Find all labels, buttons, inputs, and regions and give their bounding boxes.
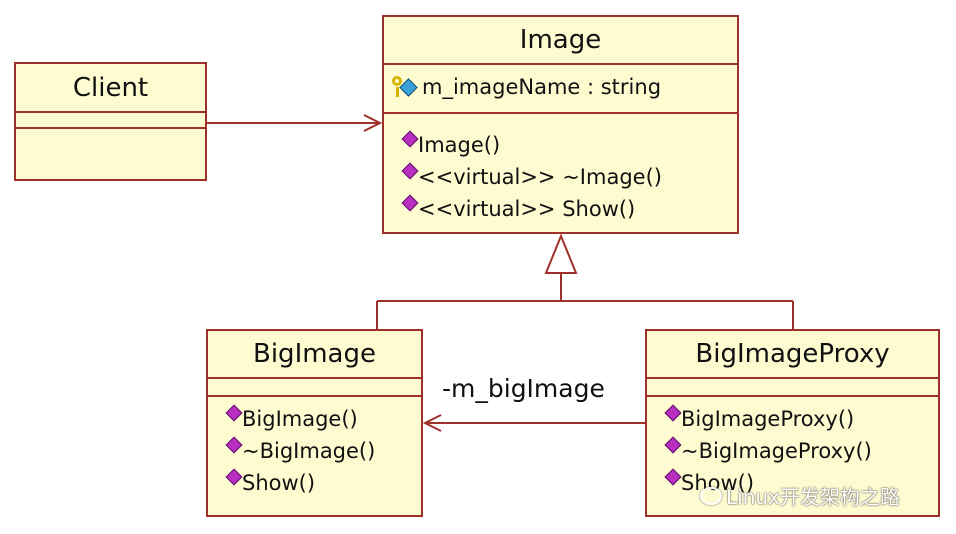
image-class[interactable]: Image m_imageName : string Image() <<vir… [382, 15, 739, 234]
operation-icon [225, 436, 243, 454]
client-operations [16, 129, 205, 179]
bigimage-class[interactable]: BigImage BigImage() ~BigImage() Show() [206, 329, 423, 517]
bigimageproxy-operation-row: ~BigImageProxy() [664, 435, 938, 467]
image-operation-text: <<virtual>> Show() [418, 197, 636, 221]
image-operation-text: <<virtual>> ~Image() [418, 165, 662, 189]
operation-icon [664, 404, 682, 422]
bigimage-operation-row: ~BigImage() [225, 435, 421, 467]
bigimage-operation-text: ~BigImage() [242, 439, 376, 463]
bigimageproxy-operations: BigImageProxy() ~BigImageProxy() Show() [647, 397, 938, 515]
image-attribute-text: m_imageName : string [422, 75, 662, 99]
client-class-name: Client [16, 64, 205, 113]
operation-icon [664, 468, 682, 486]
operation-icon [401, 194, 419, 212]
bigimageproxy-attributes [647, 379, 938, 397]
watermark: Linux开发架构之路 [700, 481, 900, 510]
operation-icon [401, 130, 419, 148]
client-image-arrowhead [363, 114, 383, 132]
image-operation-text: Image() [418, 133, 501, 157]
generalization-triangle [544, 233, 578, 274]
image-operation-row: Image() [401, 129, 737, 161]
proxy-bigimage-arrowhead [422, 414, 442, 432]
wechat-icon [700, 486, 722, 505]
image-attributes: m_imageName : string [384, 65, 737, 114]
bigimage-operation-row: Show() [225, 467, 421, 499]
bigimage-operation-row: BigImage() [225, 403, 421, 435]
client-class[interactable]: Client [14, 62, 207, 181]
operation-icon [401, 162, 419, 180]
image-attribute-row: m_imageName : string [390, 71, 731, 103]
bigimage-operations: BigImage() ~BigImage() Show() [208, 397, 421, 515]
bigimageproxy-class[interactable]: BigImageProxy BigImageProxy() ~BigImageP… [645, 329, 940, 517]
bigimage-class-name: BigImage [208, 331, 421, 379]
watermark-text: Linux开发架构之路 [726, 485, 900, 509]
bigimage-operation-text: BigImage() [242, 407, 358, 431]
image-operation-row: <<virtual>> Show() [401, 193, 737, 225]
bigimageproxy-operation-text: ~BigImageProxy() [681, 439, 872, 463]
bigimage-operation-text: Show() [242, 471, 316, 495]
image-operation-row: <<virtual>> ~Image() [401, 161, 737, 193]
bigimageproxy-operation-text: BigImageProxy() [681, 407, 855, 431]
key-diamond-attribute-icon [390, 75, 420, 99]
operation-icon [225, 468, 243, 486]
bigimageproxy-class-name: BigImageProxy [647, 331, 938, 379]
association-role-label: -m_bigImage [438, 376, 609, 401]
image-operations: Image() <<virtual>> ~Image() <<virtual>>… [384, 114, 737, 232]
bigimageproxy-operation-row: BigImageProxy() [664, 403, 938, 435]
client-attributes [16, 113, 205, 129]
operation-icon [225, 404, 243, 422]
operation-icon [664, 436, 682, 454]
image-class-name: Image [384, 17, 737, 65]
bigimage-attributes [208, 379, 421, 397]
